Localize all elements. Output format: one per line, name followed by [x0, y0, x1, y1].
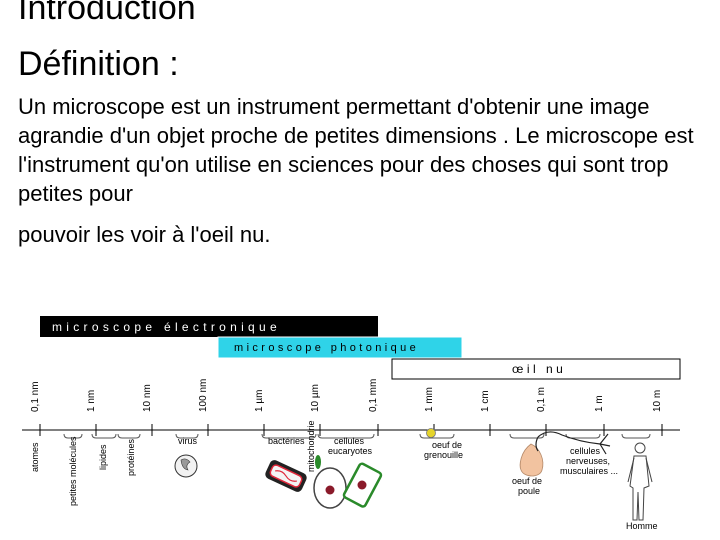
tick-label-0-1-m: 0,1 m — [536, 387, 547, 412]
definition-paragraph-1: Un microscope est un instrument permetta… — [18, 94, 694, 206]
tick-label-1-um: 1 µm — [254, 390, 265, 412]
size-scale-figure: microscope électronique microscope photo… — [22, 316, 681, 531]
label-frog-egg-2: grenouille — [424, 450, 463, 460]
tick-label-10-nm: 10 nm — [142, 384, 153, 412]
naked-eye-bar — [391, 358, 681, 380]
label-frog-egg-1: oeuf de — [432, 440, 462, 450]
electronic-microscope-bar — [40, 316, 378, 337]
tick-label-10-m: 10 m — [652, 390, 663, 412]
photonic-microscope-bar — [217, 336, 463, 359]
tick-label-100-nm: 100 nm — [198, 379, 209, 412]
slide-title-line2: Définition : — [18, 45, 179, 83]
definition-paragraph-2: pouvoir les voir à l'oeil nu. — [18, 222, 271, 247]
man-illustration — [627, 442, 653, 521]
tick-label-1-mm: 1 mm — [424, 387, 435, 412]
eukaryotic-cells-illustration — [313, 462, 383, 509]
label-hen-egg-1: oeuf de — [512, 476, 542, 486]
label-eukaryotic-cells-2: eucaryotes — [328, 446, 373, 456]
frog-egg-illustration — [426, 428, 436, 438]
label-nerve-cells-2: nerveuses, — [566, 456, 610, 466]
definition-text: Un microscope est un instrument permetta… — [18, 92, 708, 249]
electronic-microscope-label: microscope électronique — [52, 320, 281, 334]
label-atoms: atomes — [30, 442, 40, 472]
label-mitochondria: mitochondrie — [306, 420, 316, 472]
label-proteins: protéines — [126, 438, 136, 476]
tick-label-1-cm: 1 cm — [480, 390, 491, 412]
virus-illustration — [174, 454, 198, 478]
tick-label-1-nm: 1 nm — [86, 390, 97, 412]
label-eukaryotic-cells-1: cellules — [334, 436, 365, 446]
mitochondria-illustration — [315, 455, 321, 469]
naked-eye-label: œil nu — [512, 362, 566, 376]
tick-label-1-m: 1 m — [594, 395, 605, 412]
label-nerve-cells-3: musculaires ... — [560, 466, 618, 476]
photonic-microscope-label: microscope photonique — [234, 342, 419, 354]
slide-title-line1: Introduction — [18, 0, 196, 27]
label-man: Homme — [626, 521, 658, 531]
neuron-illustration — [535, 431, 611, 455]
hen-egg-illustration — [519, 443, 544, 477]
label-nerve-cells-1: cellules — [570, 446, 601, 456]
tick-label-0-1-mm: 0,1 mm — [368, 379, 379, 412]
label-small-molecules: petites molécules — [68, 436, 78, 506]
tick-label-10-um: 10 µm — [310, 384, 321, 412]
label-virus: virus — [178, 436, 198, 446]
label-hen-egg-2: poule — [518, 486, 540, 496]
label-bacteria: bactéries — [268, 436, 305, 446]
tick-label-0-1-nm: 0,1 nm — [30, 381, 41, 412]
label-lipids: lipides — [98, 444, 108, 470]
bacterium-illustration — [265, 460, 307, 492]
